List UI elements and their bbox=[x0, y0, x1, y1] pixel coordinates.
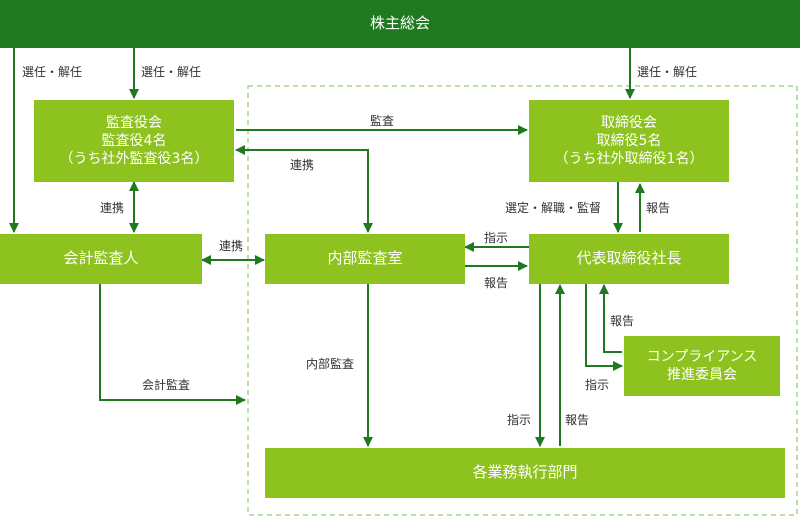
internal-audit-office-box: 内部監査室 bbox=[265, 234, 465, 284]
label-report-from-internal: 報告 bbox=[484, 276, 509, 290]
label-coop-audit-internal: 連携 bbox=[290, 158, 315, 172]
compliance-committee-box: コンプライアンス 推進委員会 bbox=[624, 336, 780, 396]
compliance-committee-line1: コンプライアンス bbox=[646, 348, 758, 365]
business-departments-box: 各業務執行部門 bbox=[265, 448, 785, 498]
label-instruct-compliance: 指示 bbox=[585, 378, 610, 392]
edge-instruct-compliance bbox=[585, 284, 623, 371]
audit-board-title: 監査役会 bbox=[106, 114, 162, 131]
label-report-departments: 報告 bbox=[565, 413, 590, 427]
edge-coop-audit-internal bbox=[235, 145, 373, 233]
board-outside: （うち社外取締役1名） bbox=[554, 151, 704, 168]
edge-report-compliance bbox=[599, 284, 622, 353]
edge-accounting-audit bbox=[99, 284, 246, 405]
label-elect-left: 選任・解任 bbox=[22, 65, 83, 79]
company-boundary bbox=[247, 85, 798, 516]
board-title: 取締役会 bbox=[601, 114, 657, 131]
label-elect-mid: 選任・解任 bbox=[141, 65, 202, 79]
board-members: 取締役5名 bbox=[596, 132, 662, 149]
label-instruct-departments: 指示 bbox=[507, 413, 532, 427]
label-elect-right: 選任・解任 bbox=[637, 65, 698, 79]
audit-board-outside: （うち社外監査役3名） bbox=[59, 151, 209, 168]
audit-board-members: 監査役4名 bbox=[101, 132, 167, 149]
accounting-auditor-box: 会計監査人 bbox=[0, 234, 202, 284]
business-departments-label: 各業務執行部門 bbox=[472, 463, 578, 482]
representative-director-box: 代表取締役社長 bbox=[529, 234, 729, 284]
shareholders-meeting-box: 株主総会 bbox=[0, 0, 800, 48]
shareholders-meeting-label: 株主総会 bbox=[369, 14, 430, 33]
label-audit: 監査 bbox=[370, 114, 395, 128]
internal-audit-office-label: 内部監査室 bbox=[327, 249, 403, 268]
label-coop-accounting-internal: 連携 bbox=[219, 239, 244, 253]
label-report-compliance: 報告 bbox=[610, 314, 635, 328]
compliance-committee-line2: 推進委員会 bbox=[667, 367, 737, 383]
representative-director-label: 代表取締役社長 bbox=[576, 249, 682, 268]
label-coop-audit-accounting: 連携 bbox=[100, 201, 125, 215]
label-instruct-internal: 指示 bbox=[484, 231, 509, 245]
label-appoint-supervise: 選定・解職・監督 bbox=[505, 201, 602, 215]
accounting-auditor-label: 会計監査人 bbox=[63, 249, 139, 268]
label-accounting-audit: 会計監査 bbox=[142, 378, 191, 392]
label-internal-audit: 内部監査 bbox=[306, 357, 355, 371]
label-report-to-board: 報告 bbox=[646, 201, 671, 215]
audit-board-box: 監査役会 監査役4名 （うち社外監査役3名） bbox=[34, 100, 234, 182]
board-of-directors-box: 取締役会 取締役5名 （うち社外取締役1名） bbox=[529, 100, 729, 182]
